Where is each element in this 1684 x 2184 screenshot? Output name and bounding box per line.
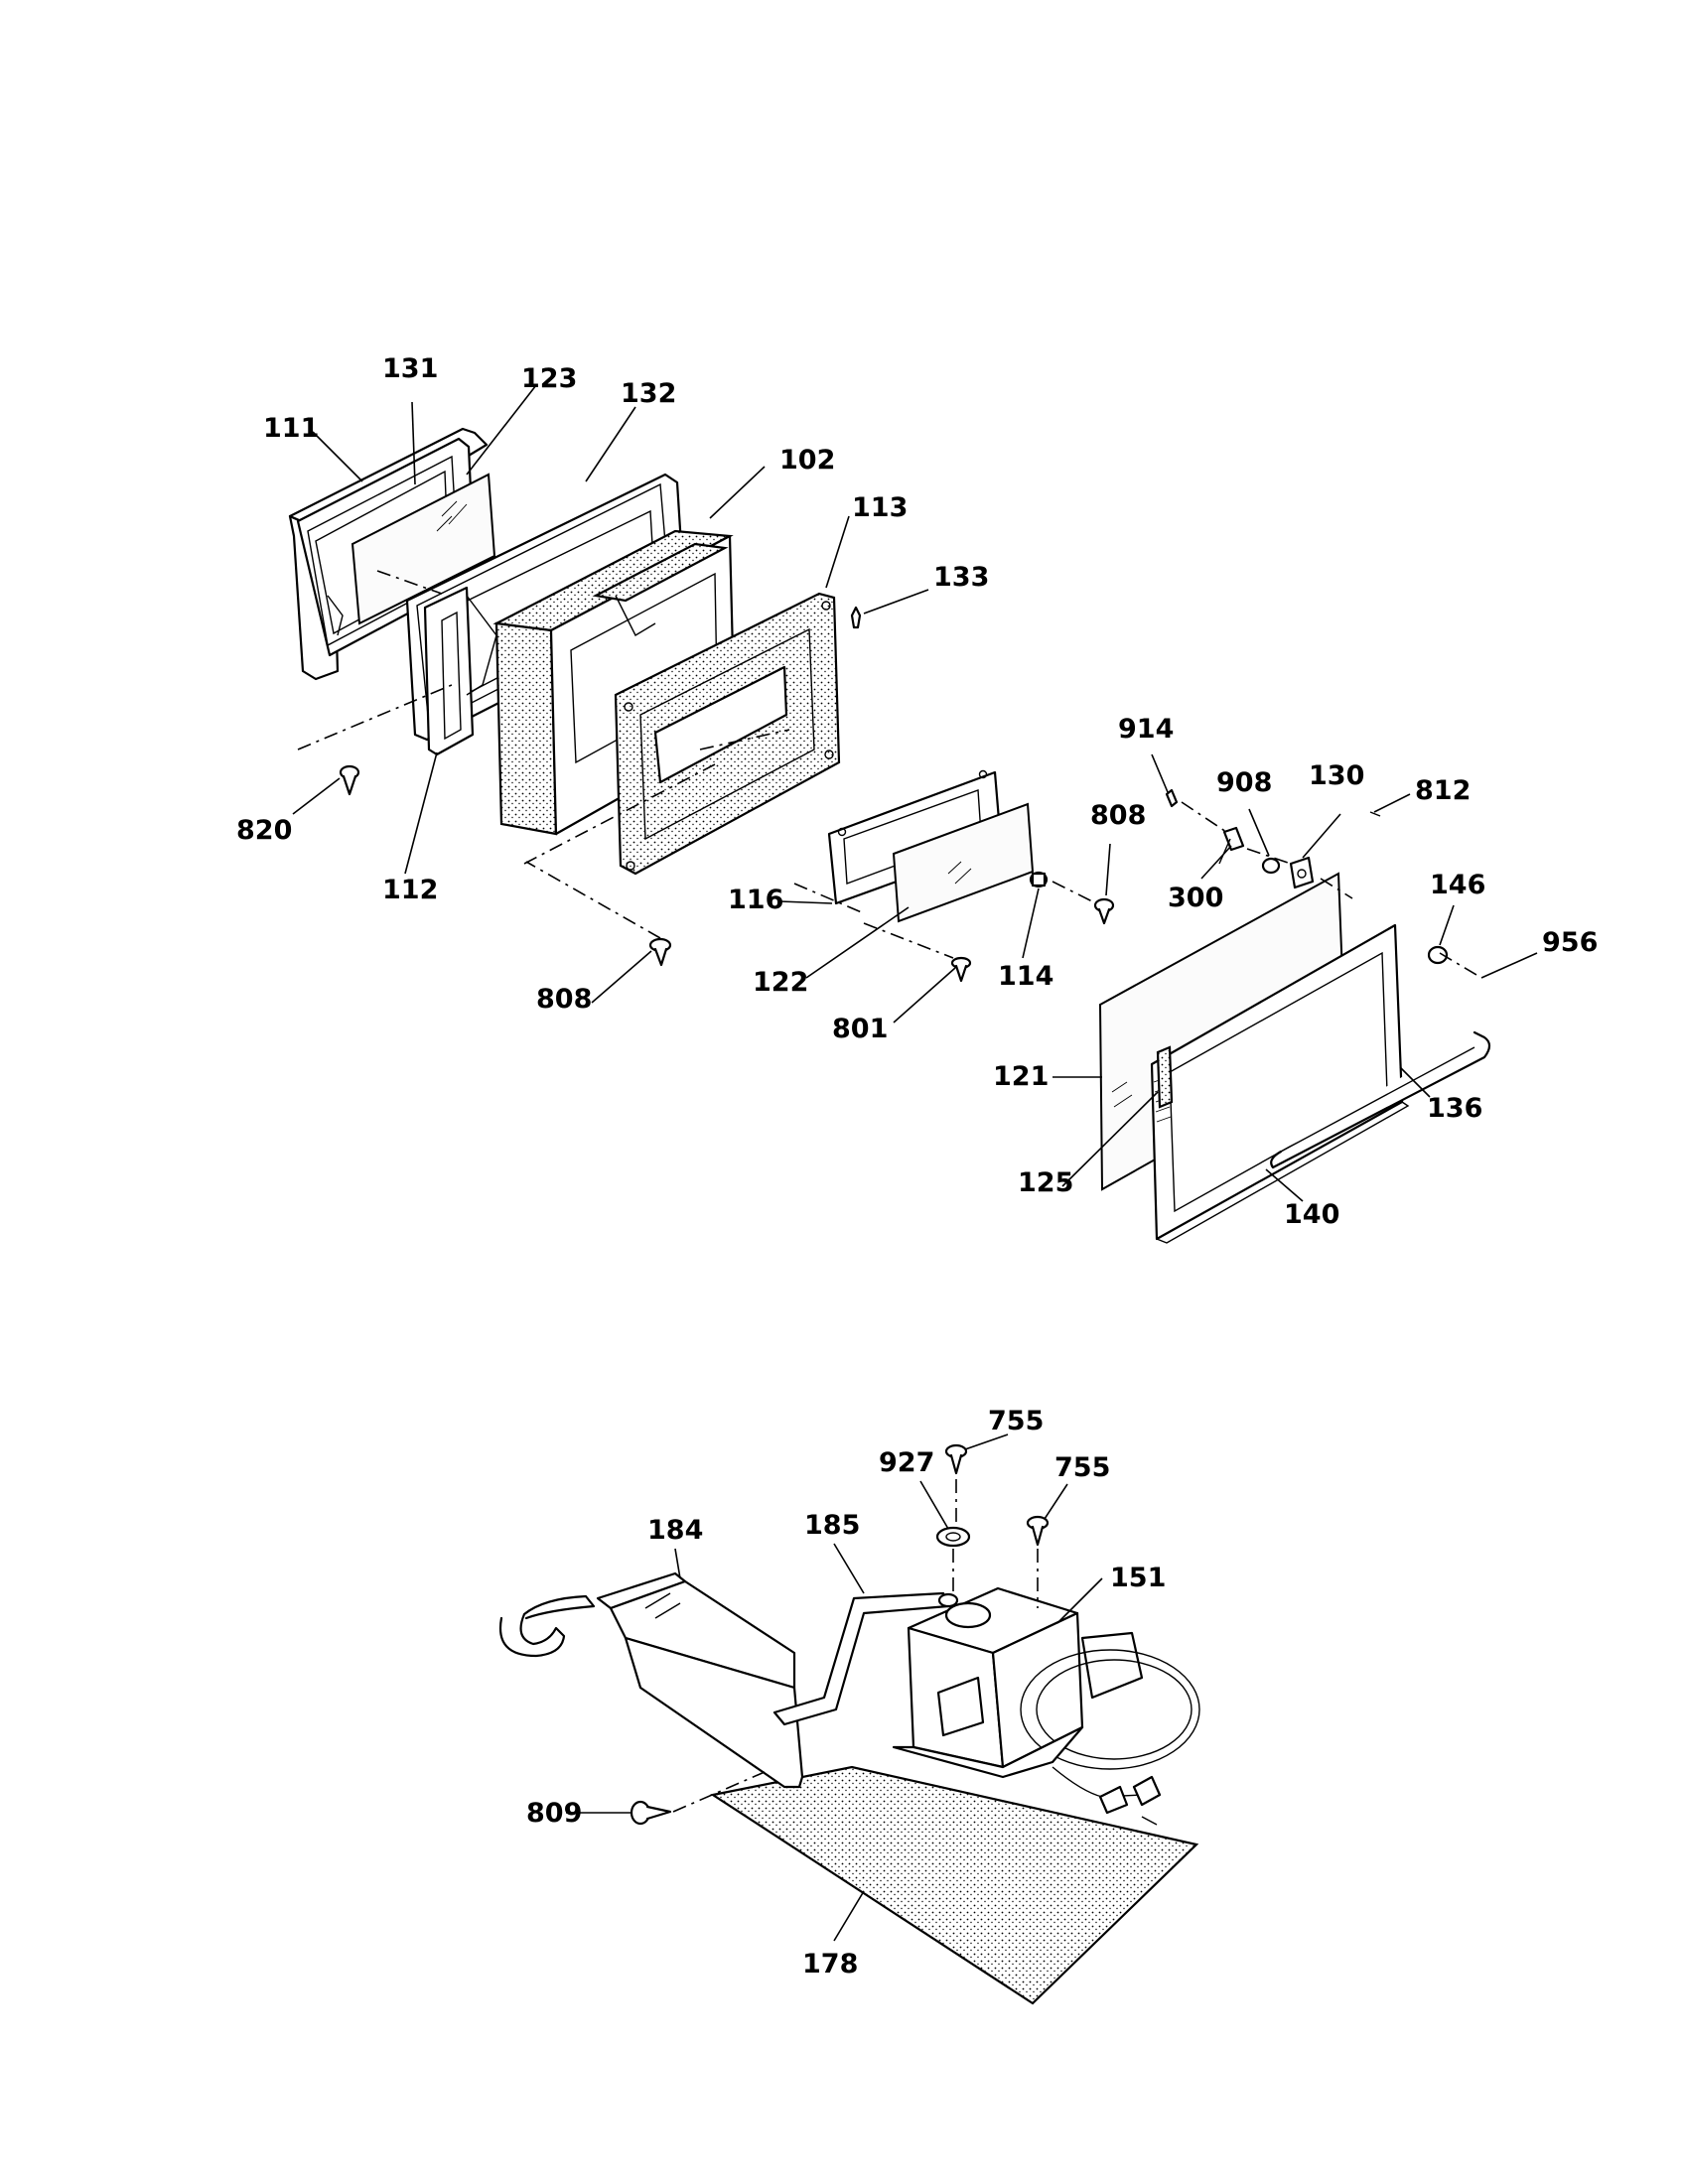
part-908-washer <box>1261 857 1281 875</box>
leader-lines <box>292 384 1538 1202</box>
part-300-bracket <box>1218 826 1245 865</box>
latch-assembly-lines <box>672 1479 1039 1813</box>
part-808-screw-right <box>1093 897 1115 925</box>
part-114-spacer <box>1029 871 1049 888</box>
part-184-hook-arm <box>498 1571 804 1789</box>
door-assembly-callouts: 111 131 123 132 102 113 133 820 112 808 … <box>236 353 1598 1230</box>
callout-112: 112 <box>382 875 438 905</box>
callout-121: 121 <box>993 1061 1049 1092</box>
callout-113: 113 <box>852 492 908 523</box>
part-112-side-frame <box>423 586 497 756</box>
callout-132: 132 <box>621 378 676 409</box>
callout-133: 133 <box>933 562 989 593</box>
part-130-clip <box>1289 856 1315 889</box>
part-146-spacer <box>1427 945 1449 965</box>
callout-151: 151 <box>1110 1563 1166 1593</box>
part-122-glass <box>892 802 1035 923</box>
part-151-motor <box>892 1586 1200 1826</box>
callout-185: 185 <box>804 1510 860 1541</box>
part-178-insulation-pad <box>710 1765 1199 2005</box>
callout-123: 123 <box>521 363 577 394</box>
part-927-grommet <box>935 1526 971 1548</box>
callout-956: 956 <box>1542 927 1598 958</box>
callout-809: 809 <box>526 1798 582 1829</box>
part-812-screw <box>1369 811 1381 817</box>
callout-184: 184 <box>647 1515 703 1546</box>
latch-assembly: 755 927 755 184 185 151 809 178 <box>498 1406 1200 2005</box>
callout-178: 178 <box>802 1949 858 1979</box>
assembly-lines <box>297 570 1482 979</box>
part-808-screw-left <box>648 937 672 967</box>
callout-130: 130 <box>1309 760 1364 791</box>
callout-102: 102 <box>779 445 835 476</box>
callout-812: 812 <box>1415 775 1471 806</box>
part-113-inner-liner <box>614 592 841 876</box>
callout-300: 300 <box>1168 883 1223 913</box>
callout-914: 914 <box>1118 714 1174 745</box>
callout-122: 122 <box>753 967 808 998</box>
part-755-screw-right <box>1026 1515 1050 1547</box>
callout-131: 131 <box>382 353 438 384</box>
latch-assembly-callouts: 755 927 755 184 185 151 809 178 <box>526 1406 1166 1979</box>
callout-114: 114 <box>998 961 1053 992</box>
callout-111: 111 <box>263 413 319 444</box>
part-131-glass <box>351 473 496 625</box>
callout-755-right: 755 <box>1054 1452 1110 1483</box>
callout-808-left: 808 <box>536 984 592 1015</box>
part-801-screw <box>950 956 972 983</box>
callout-801: 801 <box>832 1014 888 1044</box>
part-820-screw <box>339 764 360 796</box>
latch-leader-lines <box>566 1433 1103 1942</box>
callout-116: 116 <box>728 885 783 915</box>
part-809-screw <box>630 1800 672 1826</box>
callout-908: 908 <box>1216 767 1272 798</box>
part-755-screw-top <box>944 1443 968 1475</box>
door-assembly: 111 131 123 132 102 113 133 820 112 808 … <box>236 353 1598 1244</box>
callout-927: 927 <box>879 1447 934 1478</box>
part-125-strip <box>1156 1045 1174 1109</box>
part-136-handle <box>1270 1030 1491 1169</box>
part-133-screw <box>850 606 862 629</box>
part-914-pin <box>1165 788 1179 808</box>
callout-140: 140 <box>1284 1199 1339 1230</box>
callout-146: 146 <box>1430 870 1485 900</box>
callout-125: 125 <box>1018 1167 1073 1198</box>
callout-755-top: 755 <box>988 1406 1044 1436</box>
callout-820: 820 <box>236 815 292 846</box>
part-185-link-rod <box>772 1591 959 1726</box>
callout-808-right: 808 <box>1090 800 1146 831</box>
callout-136: 136 <box>1427 1093 1482 1124</box>
